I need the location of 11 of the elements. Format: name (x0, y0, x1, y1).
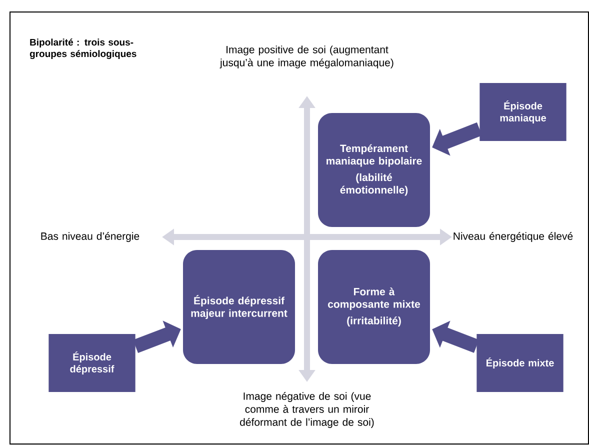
episode-box: Épisode dépressif (48, 334, 136, 392)
category-box: Épisode dépressif majeur intercurrent (183, 250, 295, 364)
category-box: Tempérament maniaque bipolaire (labilité émotionnelle) (318, 113, 430, 227)
axis-label: Bas niveau d’énergie (41, 232, 140, 242)
episode-box: Épisode maniaque (480, 83, 566, 141)
category-box: Forme à composante mixte (irritabilité) (318, 250, 430, 364)
title: Bipolarité : trois sous-groupes sémiologiques (30, 38, 136, 59)
axis-label: Image négative de soi (vue comme à travers un miroir déformant de l’image de soi) (240, 392, 374, 428)
axis-label: Image positive de soi (augmentant jusqu’à une image mégalomaniaque) (220, 46, 394, 68)
episode-box: Épisode mixte (476, 334, 564, 392)
axis-label: Niveau énergétique élevé (454, 232, 573, 242)
